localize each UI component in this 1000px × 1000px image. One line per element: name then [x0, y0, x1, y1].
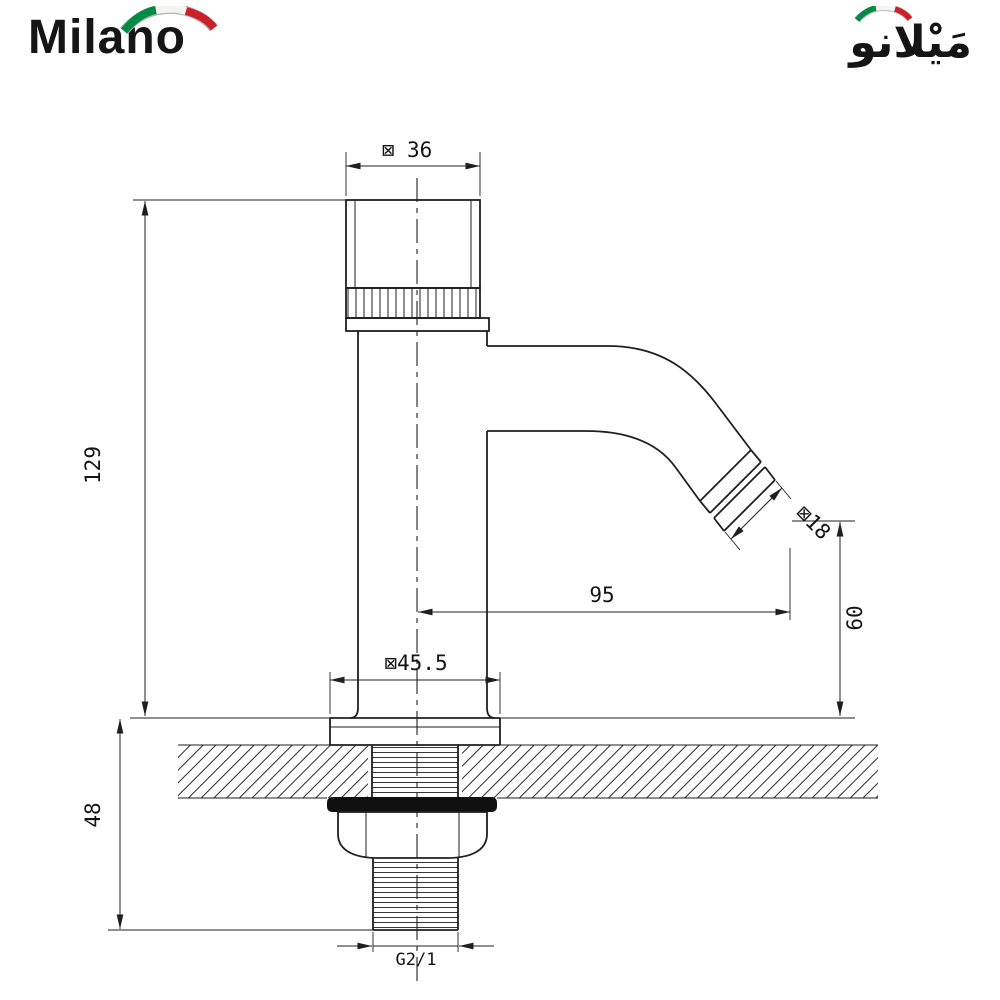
- dim-label-outlet-height: 60: [843, 605, 867, 630]
- faucet-spout: [487, 345, 776, 532]
- flag-green-band: [120, 6, 157, 34]
- dim-label-base-diameter: ⊠45.5: [384, 651, 447, 675]
- dim-label-body-height: 129: [81, 446, 105, 484]
- italian-flag-swoosh-icon: [120, 6, 218, 35]
- brand-latin: Milano: [28, 6, 218, 64]
- dim-label-thread-size: G2/1: [396, 950, 437, 970]
- dim-under-counter: 48: [81, 719, 373, 931]
- dim-label-spout-reach: 95: [589, 583, 614, 607]
- dim-outlet-height: 60: [792, 520, 867, 716]
- shank-thread: [371, 745, 459, 797]
- faucet-head: [345, 199, 490, 332]
- faucet-base: [130, 717, 855, 746]
- dim-label-top-diameter: ⊠ 36: [382, 138, 433, 162]
- flag-red-band: [184, 7, 218, 31]
- locknut: [337, 811, 488, 859]
- flag-red-band: [894, 6, 913, 21]
- dim-label-under-counter: 48: [81, 802, 105, 827]
- bottom-thread: [372, 858, 459, 931]
- italian-flag-swoosh-small-icon: [854, 6, 913, 23]
- dim-top-diameter: ⊠ 36: [345, 138, 481, 196]
- counter-section: [178, 744, 878, 799]
- dim-body-height: 129: [81, 199, 346, 716]
- logo-text-arabic: مَيْلانو: [849, 17, 972, 68]
- flag-white-band: [875, 6, 897, 12]
- dim-base-diameter: ⊠45.5: [329, 651, 501, 714]
- flag-white-band: [155, 6, 188, 15]
- knurled-ring: [345, 287, 481, 319]
- rubber-washer: [327, 797, 497, 812]
- dim-thread-size: G2/1: [337, 932, 494, 970]
- head-flange: [345, 317, 490, 332]
- dim-spout-reach: 95: [418, 548, 791, 620]
- logo-text-latin: Milano: [28, 11, 186, 64]
- brand-arabic: مَيْلانو: [849, 6, 972, 69]
- flag-green-band: [854, 6, 877, 22]
- dim-label-spout-tip-diameter: ⊠18: [791, 501, 835, 545]
